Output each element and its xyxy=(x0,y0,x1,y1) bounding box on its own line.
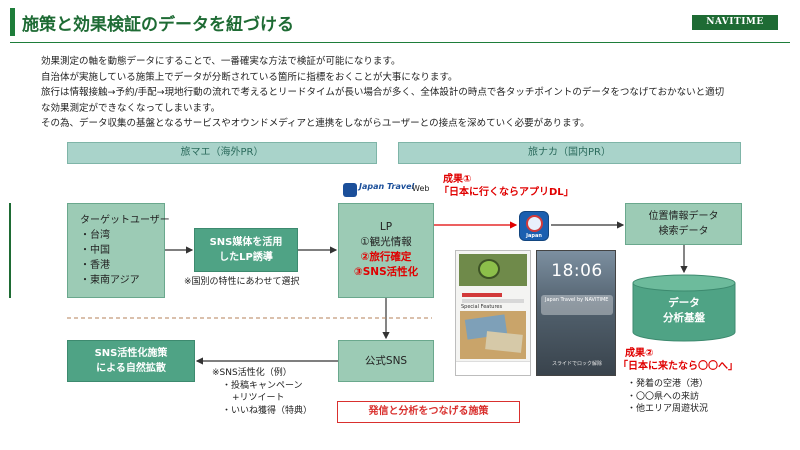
title-divider xyxy=(10,42,790,43)
push-notification xyxy=(541,295,613,315)
sns-note-item: ・いいね獲得（特典） xyxy=(222,405,313,416)
bottom-callout: 発信と分析をつなげる施策 xyxy=(337,401,520,423)
result2-list: ・発着の空港（港） ・〇〇県への来訪 ・他エリア周遊状況 xyxy=(627,378,708,416)
viral-line: SNS活性化施策 xyxy=(94,348,168,359)
navitime-logo: NAVITIME xyxy=(692,15,778,30)
app-screenshot-home: Special Features xyxy=(455,250,531,376)
app-icon-label: Japan xyxy=(526,233,542,239)
sns-media-line: したLP誘導 xyxy=(219,252,273,263)
intro-text: 効果測定の軸を動態データにすることで、一番確実な方法で検証が可能になります。 自… xyxy=(41,54,781,132)
location-line: 位置情報データ xyxy=(648,211,719,222)
official-sns-box: 公式SNS xyxy=(338,340,434,382)
globe-icon xyxy=(526,215,543,232)
lp-title: LP xyxy=(379,221,393,233)
database-cylinder-icon xyxy=(632,274,736,342)
result1-text: 「日本に行くならアプリDL」 xyxy=(439,187,574,198)
sns-note-item: ・投稿キャンペーン xyxy=(222,380,303,391)
title-bar: 施策と効果検証のデータを紐づける NAVITIME xyxy=(0,0,800,46)
notification-app: Japan Travel by NAVITIME xyxy=(545,297,609,303)
red-banner xyxy=(462,293,502,297)
target-item: ・台湾 xyxy=(80,230,110,241)
viral-line: による自然拡散 xyxy=(96,363,166,374)
page-title: 施策と効果検証のデータを紐づける xyxy=(22,15,294,35)
intro-line: その為、データ収集の基盤となるサービスやオウンドメディアと連携をしながらユーザー… xyxy=(41,118,590,129)
viral-spread-box: SNS活性化施策 による自然拡散 xyxy=(67,340,195,382)
intro-line: な効果測定ができなくなってしまいます。 xyxy=(41,102,221,114)
intro-line: 効果測定の軸を動態データにすることで、一番確実な方法で検証が可能になります。 xyxy=(41,56,401,67)
database-line: 分析基盤 xyxy=(663,312,705,324)
sns-media-box: SNS媒体を活用 したLP誘導 xyxy=(194,228,298,272)
database-line: データ xyxy=(668,297,700,309)
lockscreen-time: 18:06 xyxy=(551,261,603,281)
text-row xyxy=(462,299,524,303)
target-item: ・東南アジア xyxy=(80,275,140,286)
lp-item-booking: ②旅行確定 xyxy=(360,251,412,263)
target-users-box: ターゲットユーザー ・台湾 ・中国 ・香港 ・東南アジア xyxy=(67,203,170,298)
band-pre-travel: 旅マエ（海外PR） xyxy=(67,142,377,164)
intro-line: 旅行は情報接触→予約/手配→現地行動の流れで考えるとリードタイムが長い場合が多く… xyxy=(41,87,725,98)
lp-box: LP ①観光情報 ②旅行確定 ③SNS活性化 xyxy=(338,203,434,298)
intro-line: 自治体が実施している施策上でデータが分断されている箇所に指標をおくことが大事にな… xyxy=(41,71,458,83)
band-during-travel: 旅ナカ（国内PR） xyxy=(398,142,741,164)
japan-travel-app-icon: Japan xyxy=(519,211,549,241)
title-accent xyxy=(10,8,15,36)
result2-text: 「日本に来たなら〇〇へ」 xyxy=(618,361,738,372)
sns-note-title: ※SNS活性化（例） xyxy=(212,368,292,378)
matcha-bowl-icon xyxy=(478,259,500,279)
location-data-box: 位置情報データ 検索データ xyxy=(625,203,742,245)
japan-travel-brand: Japan Travel xyxy=(359,182,415,191)
feature-label: Special Features xyxy=(461,304,503,310)
japan-travel-logo-icon xyxy=(343,183,357,197)
result2-label: 成果② xyxy=(625,348,654,359)
sns-media-line: SNS媒体を活用 xyxy=(209,237,283,248)
slide-to-unlock: スライドでロック解除 xyxy=(551,361,602,367)
web-label: Web xyxy=(412,184,430,193)
sns-activation-notes: ※SNS活性化（例） ・投稿キャンペーン +リツイート ・いいね獲得（特典） xyxy=(212,367,312,417)
target-title: ターゲットユーザー xyxy=(80,215,170,226)
result2-item: ・発着の空港（港） xyxy=(627,379,709,389)
result2-item: ・〇〇県への来訪 xyxy=(627,391,700,402)
result2-item: ・他エリア周遊状況 xyxy=(627,404,709,414)
database-label: データ 分析基盤 xyxy=(632,296,736,326)
banknote-icon xyxy=(485,331,523,353)
sns-media-note: ※国別の特性にあわせて選択 xyxy=(184,277,300,287)
result1-label: 成果① xyxy=(443,174,472,185)
location-line: 検索データ xyxy=(658,226,709,237)
lp-item-tourism: ①観光情報 xyxy=(360,236,412,248)
target-item: ・香港 xyxy=(80,260,110,271)
sns-note-item: +リツイート xyxy=(232,393,285,403)
lp-item-sns: ③SNS活性化 xyxy=(353,266,419,278)
lockscreen-screenshot: 18:06 Japan Travel by NAVITIME スライドでロック解… xyxy=(536,250,616,376)
target-item: ・中国 xyxy=(80,245,110,256)
tab-bar xyxy=(456,361,530,375)
